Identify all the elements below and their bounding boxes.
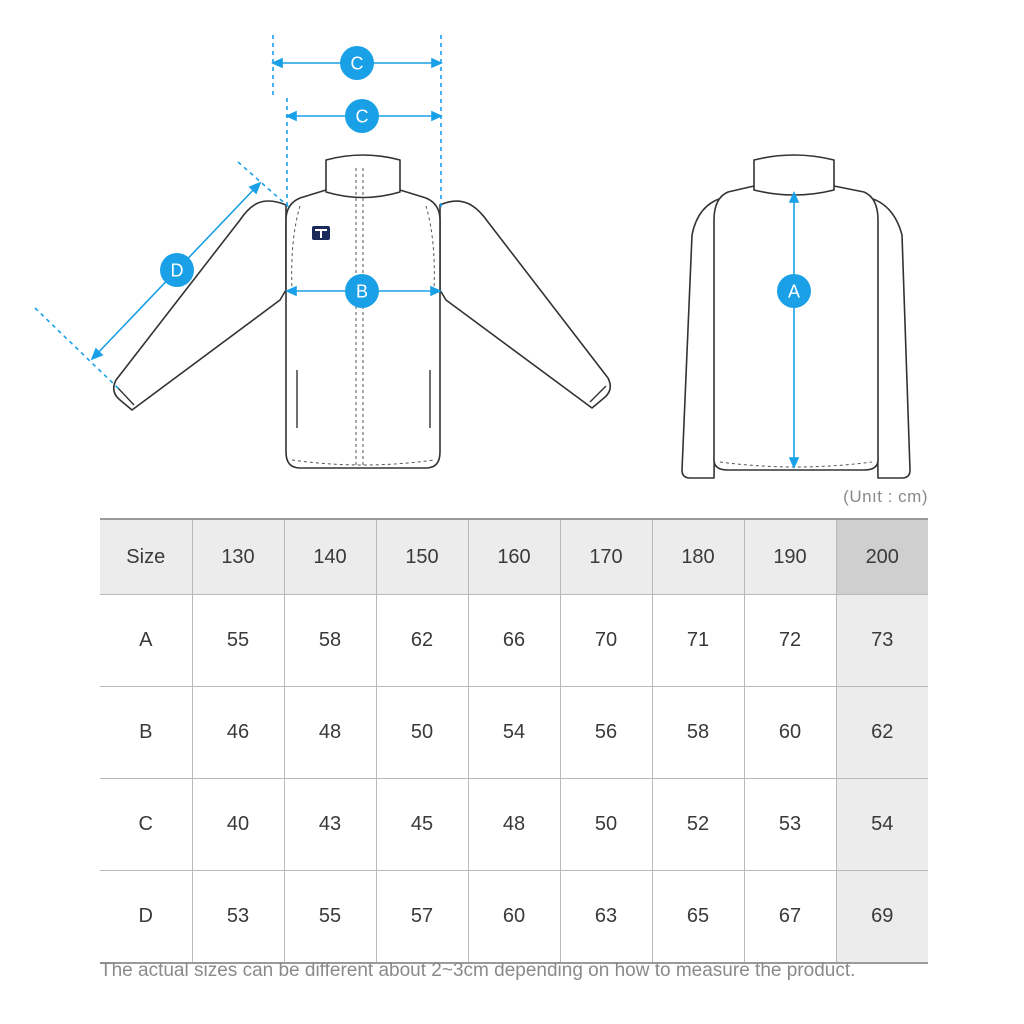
back-left-sleeve [681,197,723,479]
back-stitching [719,461,873,468]
header-cell-180: 180 [651,518,745,595]
marker-b: B [345,274,379,308]
table-header-row: Size 130 140 150 160 170 180 190 200 [100,518,928,595]
header-cell-200: 200 [835,518,928,595]
table-cell: 40 [191,778,285,871]
table-cell: 55 [191,594,285,687]
measurement-footnote: The actual sizes can be different about … [100,960,856,981]
row-label-a: A [100,594,193,687]
header-cell-130: 130 [191,518,285,595]
table-cell: 70 [559,594,653,687]
table-cell: 50 [559,778,653,871]
jacket-front [112,154,612,469]
marker-c-top: C [340,46,374,80]
header-cell-size: Size [100,518,193,595]
table-cell: 53 [743,778,837,871]
size-chart-table: Size 130 140 150 160 170 180 190 200 A 5… [100,518,928,964]
row-label-b: B [100,686,193,779]
table-cell-highlight: 73 [835,594,928,687]
svg-text:C: C [351,54,364,74]
table-cell: 45 [375,778,469,871]
header-cell-150: 150 [375,518,469,595]
table-cell-highlight: 62 [835,686,928,779]
front-body [285,189,441,469]
svg-text:D: D [171,261,184,281]
row-label-c: C [100,778,193,871]
back-body [713,185,879,471]
jacket-back [681,154,911,479]
table-cell: 60 [467,870,561,964]
table-cell: 46 [191,686,285,779]
table-cell: 55 [283,870,377,964]
table-row-d: D 53 55 57 60 63 65 67 69 [100,870,928,964]
table-cell: 66 [467,594,561,687]
marker-c-mid: C [345,99,379,133]
header-cell-170: 170 [559,518,653,595]
marker-a: A [777,274,811,308]
table-cell: 58 [283,594,377,687]
table-cell: 48 [283,686,377,779]
table-cell-highlight: 54 [835,778,928,871]
table-cell: 57 [375,870,469,964]
table-cell: 50 [375,686,469,779]
table-cell: 62 [375,594,469,687]
front-pockets [296,370,431,428]
unit-note: (Unıt : cm) [843,487,928,506]
table-cell: 43 [283,778,377,871]
table-row-b: B 46 48 50 54 56 58 60 62 [100,686,928,779]
table-cell: 71 [651,594,745,687]
table-cell-highlight: 69 [835,870,928,964]
table-cell: 60 [743,686,837,779]
table-cell: 72 [743,594,837,687]
table-cell: 53 [191,870,285,964]
table-row-c: C 40 43 45 48 50 52 53 54 [100,778,928,871]
table-cell: 54 [467,686,561,779]
table-cell: 52 [651,778,745,871]
table-cell: 56 [559,686,653,779]
brand-logo [312,226,330,240]
cuff-lines [117,385,607,406]
svg-text:A: A [788,282,800,302]
svg-text:B: B [356,282,368,302]
header-cell-140: 140 [283,518,377,595]
front-left-sleeve [112,200,287,411]
table-cell: 58 [651,686,745,779]
table-cell: 63 [559,870,653,964]
table-cell: 48 [467,778,561,871]
table-cell: 65 [651,870,745,964]
svg-text:C: C [356,107,369,127]
back-right-sleeve [869,197,911,479]
jacket-measurement-diagram: C C D B A [34,35,911,479]
marker-d: D [160,253,194,287]
front-right-sleeve [439,200,612,409]
front-stitching [291,168,435,466]
header-cell-160: 160 [467,518,561,595]
table-row-a: A 55 58 62 66 70 71 72 73 [100,594,928,687]
table-cell: 67 [743,870,837,964]
header-cell-190: 190 [743,518,837,595]
back-collar [753,154,835,196]
row-label-d: D [100,870,193,964]
